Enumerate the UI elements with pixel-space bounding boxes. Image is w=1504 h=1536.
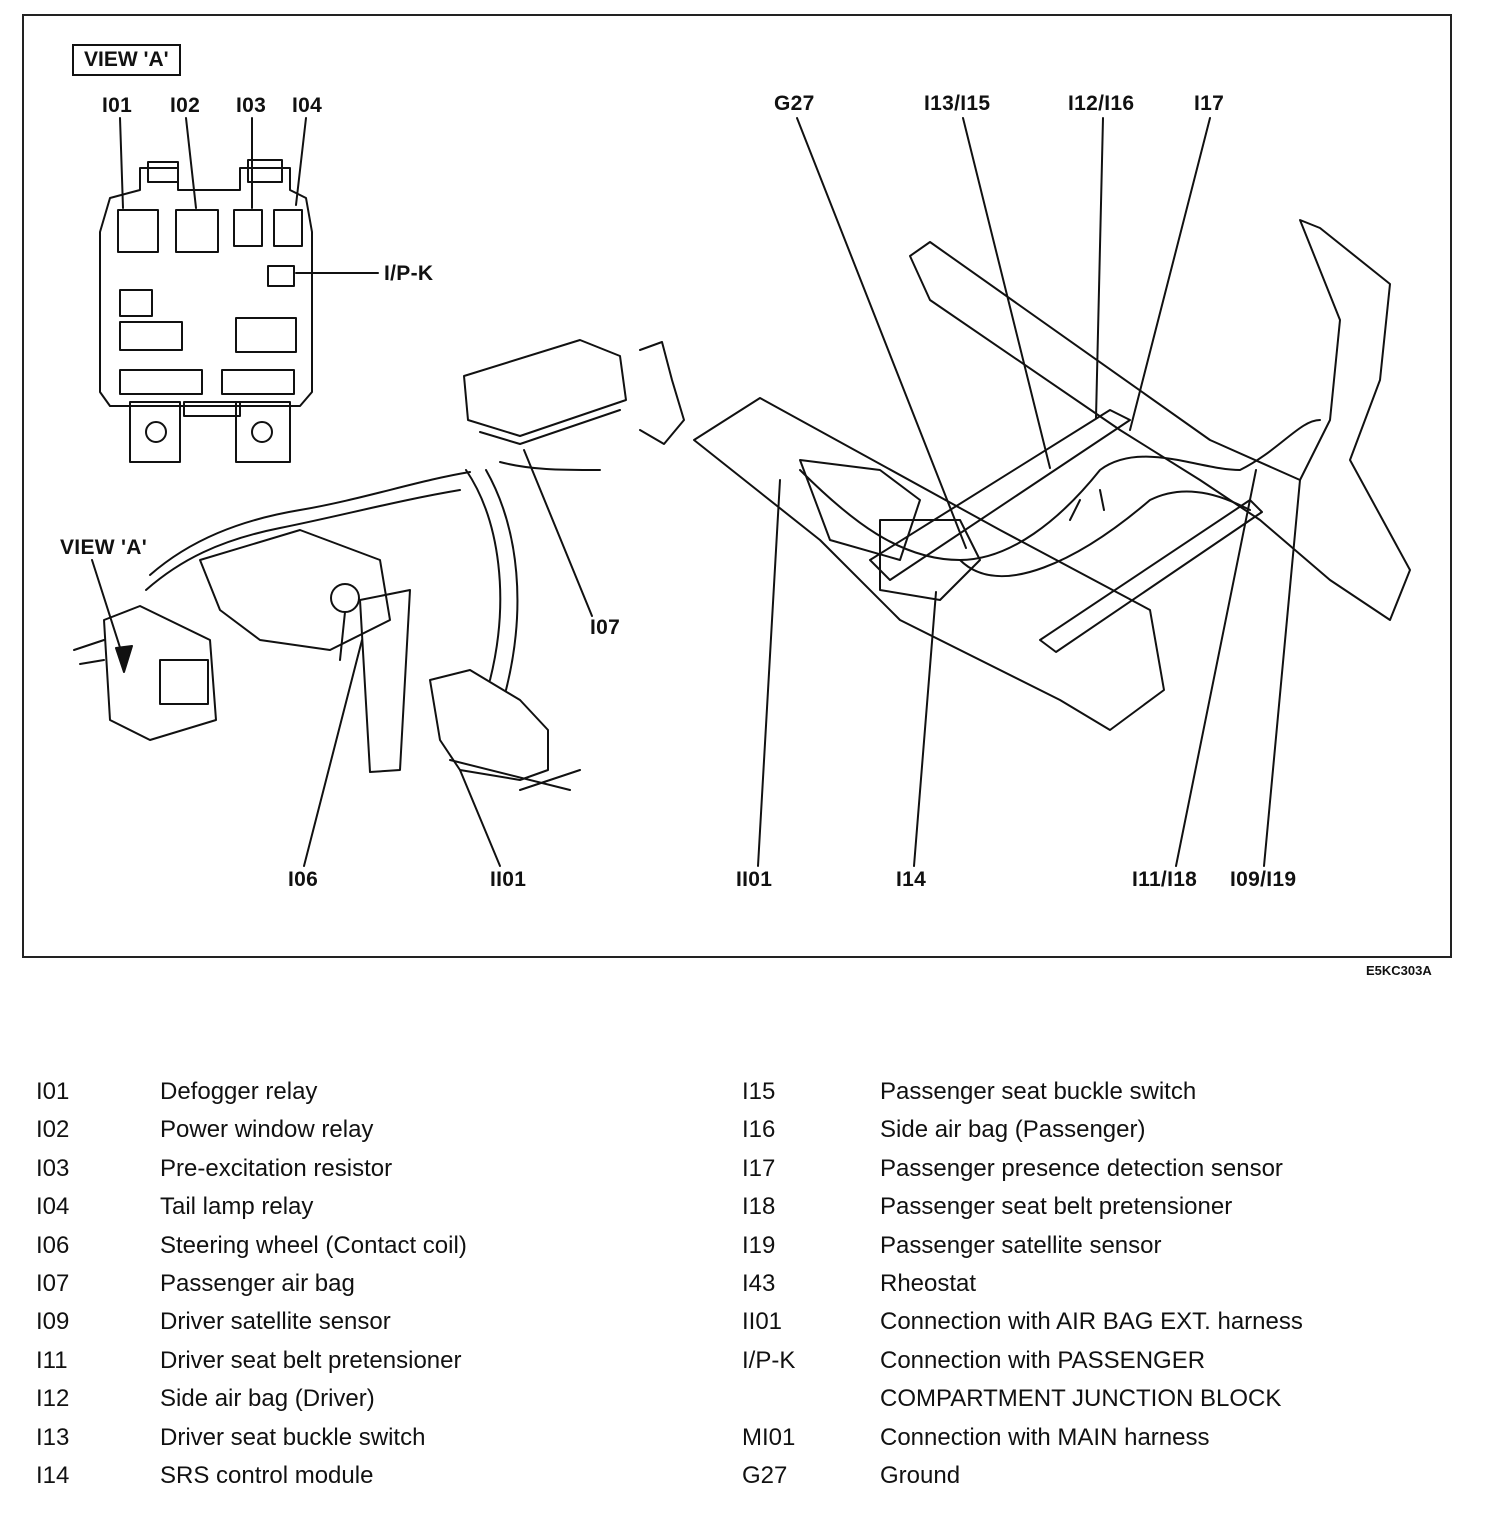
legend-code: I11 [36,1346,68,1374]
legend-code: MI01 [742,1423,796,1451]
relay-slot-i01 [117,209,159,253]
legend-code: I12 [36,1385,70,1413]
legend-code: I18 [742,1193,776,1221]
legend-description: Connection with PASSENGER [880,1346,1206,1374]
callout-i03: I03 [236,94,267,117]
figure-code: E5KC303A [1366,963,1432,978]
legend-code: I03 [36,1154,70,1182]
legend-description: Connection with AIR BAG EXT. harness [880,1308,1303,1336]
legend-code: I14 [36,1462,70,1489]
legend-code: G27 [742,1462,788,1489]
legend-description: Passenger air bag [160,1270,355,1297]
legend-description: Driver seat buckle switch [160,1423,426,1451]
relay-slot-i04 [273,209,303,247]
callout-ii01-right: II01 [736,868,773,891]
callout-i01: I01 [102,94,133,117]
legend-description: Driver seat belt pretensioner [160,1346,462,1374]
legend-description: Passenger seat buckle switch [880,1078,1197,1105]
legend-code: I06 [36,1231,70,1259]
legend-code: I13 [36,1423,70,1451]
legend-description: Steering wheel (Contact coil) [160,1231,467,1259]
callout-ii01-left: II01 [490,868,527,891]
callout-i11-i18: I11/I18 [1132,868,1198,891]
junction-block-illustration [99,159,313,463]
legend-code: I09 [36,1308,70,1336]
callout-g27: G27 [774,92,815,115]
wiring-diagram-art [73,117,1411,867]
floor-harness-illustration [693,219,1411,731]
legend-code: I17 [742,1154,776,1182]
legend-code: I43 [742,1270,776,1297]
instrument-panel-illustration [73,339,685,791]
legend-description: Side air bag (Driver) [160,1385,375,1413]
legend-description: Tail lamp relay [160,1193,314,1221]
legend-description: Passenger presence detection sensor [880,1154,1283,1182]
legend-description: Rheostat [880,1270,977,1297]
relay-slot-i02 [175,209,219,253]
view-a-box-label: VIEW 'A' [72,44,181,76]
callout-i04: I04 [292,94,323,117]
callout-i06: I06 [288,868,319,891]
legend-code: I04 [36,1193,70,1221]
callout-ipk: I/P-K [384,262,434,285]
legend-description: Power window relay [160,1116,374,1144]
legend-description: SRS control module [160,1462,374,1489]
legend-code: I02 [36,1116,70,1144]
legend-code: I15 [742,1078,776,1105]
callout-i13-i15: I13/I15 [924,92,991,115]
legend-code: I07 [36,1270,70,1297]
callout-i02: I02 [170,94,201,117]
legend-code: I/P-K [742,1346,796,1374]
legend-code: I19 [742,1231,776,1259]
diagram-frame [22,14,1452,958]
legend-description: Passenger satellite sensor [880,1231,1162,1259]
legend-code: II01 [742,1308,783,1336]
legend-description: Connection with MAIN harness [880,1423,1210,1451]
callout-i17: I17 [1194,92,1225,115]
legend-description: Side air bag (Passenger) [880,1116,1146,1144]
callout-i14: I14 [896,868,927,891]
legend-code: I16 [742,1116,776,1144]
callout-i07: I07 [590,616,621,639]
legend-description: Pre-excitation resistor [160,1154,393,1182]
legend-description: COMPARTMENT JUNCTION BLOCK [880,1385,1282,1413]
legend-description: Passenger seat belt pretensioner [880,1193,1233,1221]
callout-i12-i16: I12/I16 [1068,92,1135,115]
legend-description: Driver satellite sensor [160,1308,391,1336]
legend-code: I01 [36,1078,70,1105]
callout-i09-i19: I09/I19 [1230,868,1297,891]
legend-description: Ground [880,1462,961,1489]
view-a-arrow-label: VIEW 'A' [60,536,148,559]
legend-description: Defogger relay [160,1078,318,1105]
relay-slot-i03 [233,209,263,247]
ipk-connector [267,265,295,287]
